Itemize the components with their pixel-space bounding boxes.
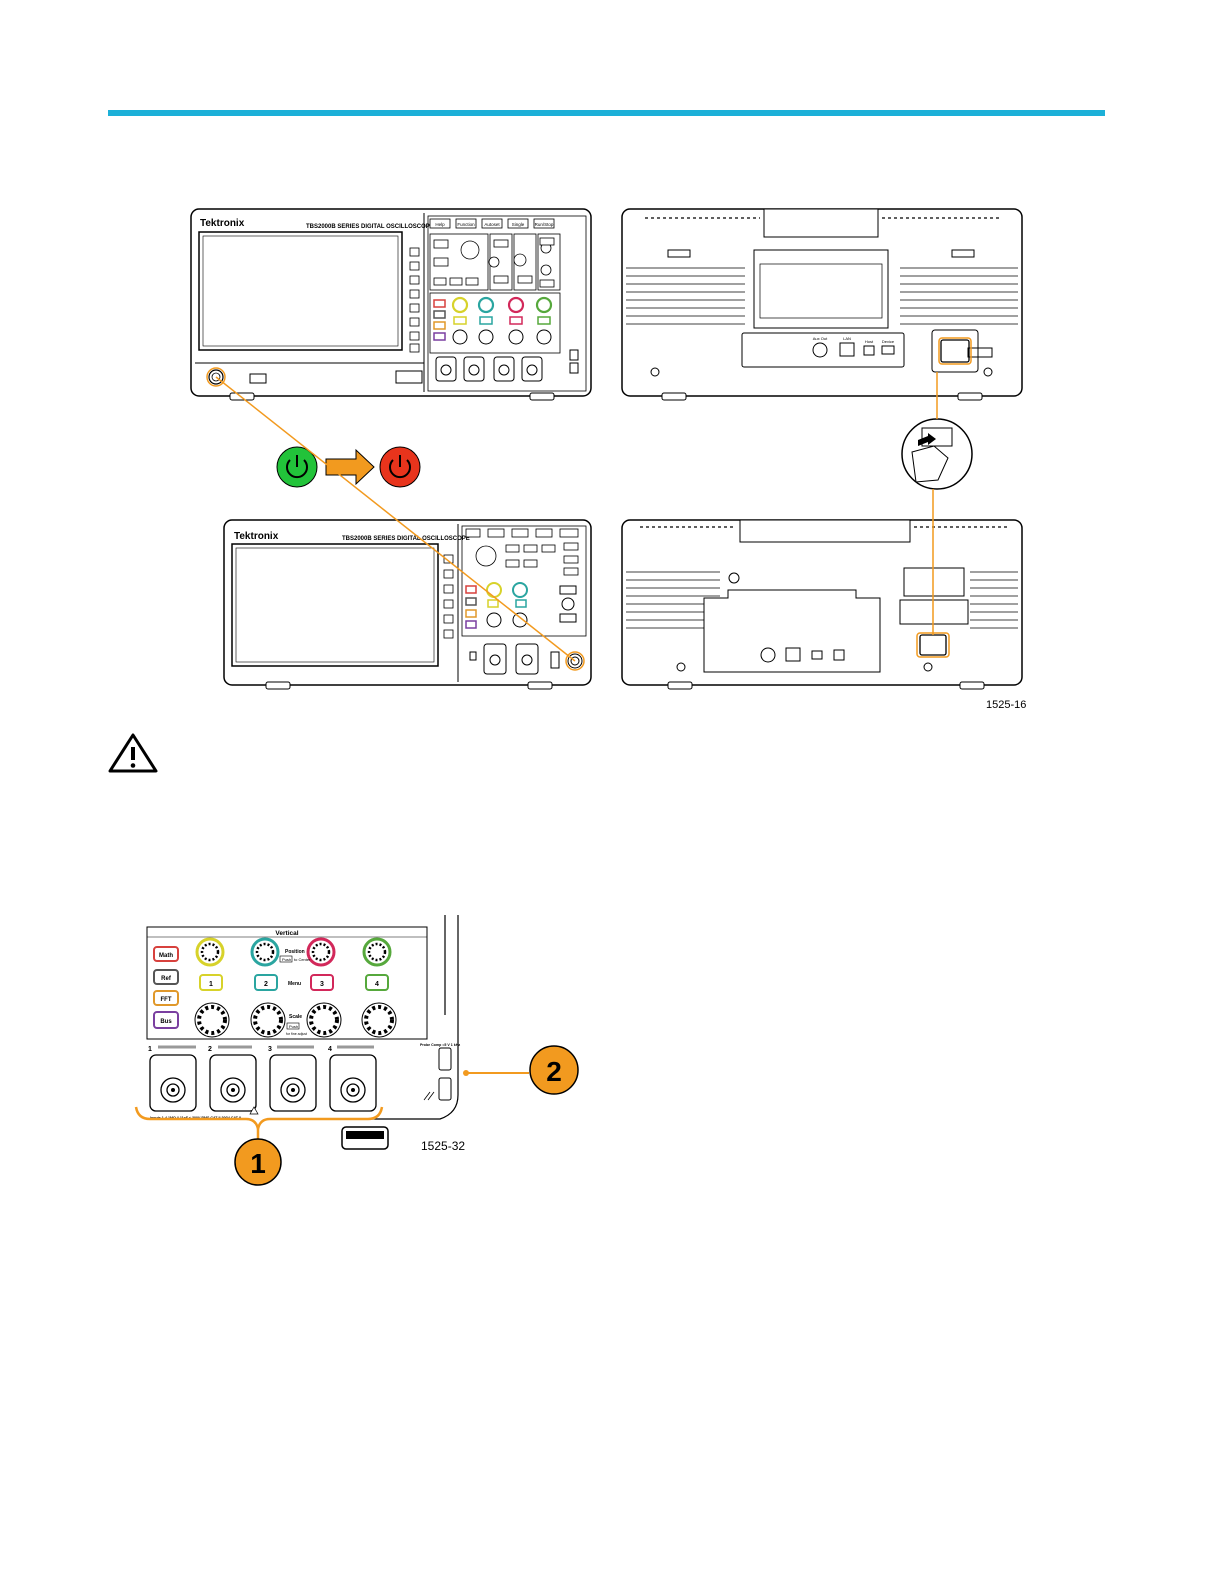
callout-1: 1 [235,1139,281,1185]
ch4-button[interactable]: 4 [366,975,388,990]
position-label: Position [285,949,305,955]
svg-text:Ref: Ref [161,976,172,982]
btn-autoset: Autoset [484,222,500,227]
svg-text:4: 4 [375,981,379,988]
fine-label: for fine adjust [286,1032,307,1036]
to-center-label: to Center [294,957,311,962]
push-label: Push [282,957,291,962]
input-num-1: 1 [148,1046,152,1053]
callout-2: 2 [530,1046,578,1094]
btn-help: Help [435,222,445,227]
scope-title-2: TBS2000B SERIES DIGITAL OSCILLOSCOPE [342,536,470,542]
input-num-4: 4 [328,1046,332,1053]
header-rule [108,110,1105,116]
figure-id-1: 1525-16 [986,699,1026,711]
figure-id-2: 1525-32 [421,1139,465,1153]
scope-front-2ch: Tektronix TBS2000B SERIES DIGITAL OSCILL… [224,520,591,689]
scope-rear-2ch [622,520,1022,689]
rear-label-device: Device [882,339,895,344]
rear-label-host: Host [865,339,874,344]
scope-front-4ch: Tektronix TBS2000B SERIES DIGITAL OSCILL… [191,209,591,400]
ch2-button[interactable]: 2 [255,975,277,990]
btn-runstop: Run/Stop [535,222,554,227]
menu-label: Menu [288,981,301,987]
scope-title: TBS2000B SERIES DIGITAL OSCILLOSCOPE [306,224,434,230]
svg-text:FFT: FFT [161,997,172,1003]
svg-text:1: 1 [250,1148,266,1179]
ch3-button[interactable]: 3 [311,975,333,990]
svg-text:Math: Math [159,953,173,959]
scope-rear-4ch: Aux Out LAN Host Device [622,209,1022,400]
vertical-panel-title: Vertical [275,930,298,937]
rear-label-lan: LAN [843,336,851,341]
input-num-2: 2 [208,1046,212,1053]
arrow-icon [326,450,374,484]
bnc-inputs[interactable] [150,1055,376,1111]
warning-icon [107,732,159,774]
svg-text:2: 2 [546,1056,562,1087]
figure-vertical-inputs: Vertical Math Ref FFT Bus Position Pus [130,915,585,1190]
rear-label-auxout: Aux Out [813,336,828,341]
bus-button[interactable]: Bus [154,1012,178,1028]
math-button[interactable]: Math [154,947,178,961]
push-label-2: Push [289,1024,298,1029]
input-num-3: 3 [268,1046,272,1053]
probe-comp-label: Probe Comp ≈5 V 1 kHz [420,1043,460,1047]
fft-button[interactable]: FFT [154,991,178,1005]
brand-logo: Tektronix [200,218,245,229]
figure-power-connection: Tektronix TBS2000B SERIES DIGITAL OSCILL… [180,200,1040,715]
svg-text:3: 3 [320,981,324,988]
power-plug-inset [902,419,972,489]
svg-text:1: 1 [209,981,213,988]
scale-label: Scale [289,1014,302,1020]
btn-function: Function [457,222,475,227]
ref-button[interactable]: Ref [154,970,178,984]
ch1-button[interactable]: 1 [200,975,222,990]
brand-logo-2: Tektronix [234,531,279,542]
svg-text:2: 2 [264,981,268,988]
svg-text:Bus: Bus [160,1019,172,1025]
btn-single: Single [512,222,525,227]
power-off-icon [380,447,420,487]
